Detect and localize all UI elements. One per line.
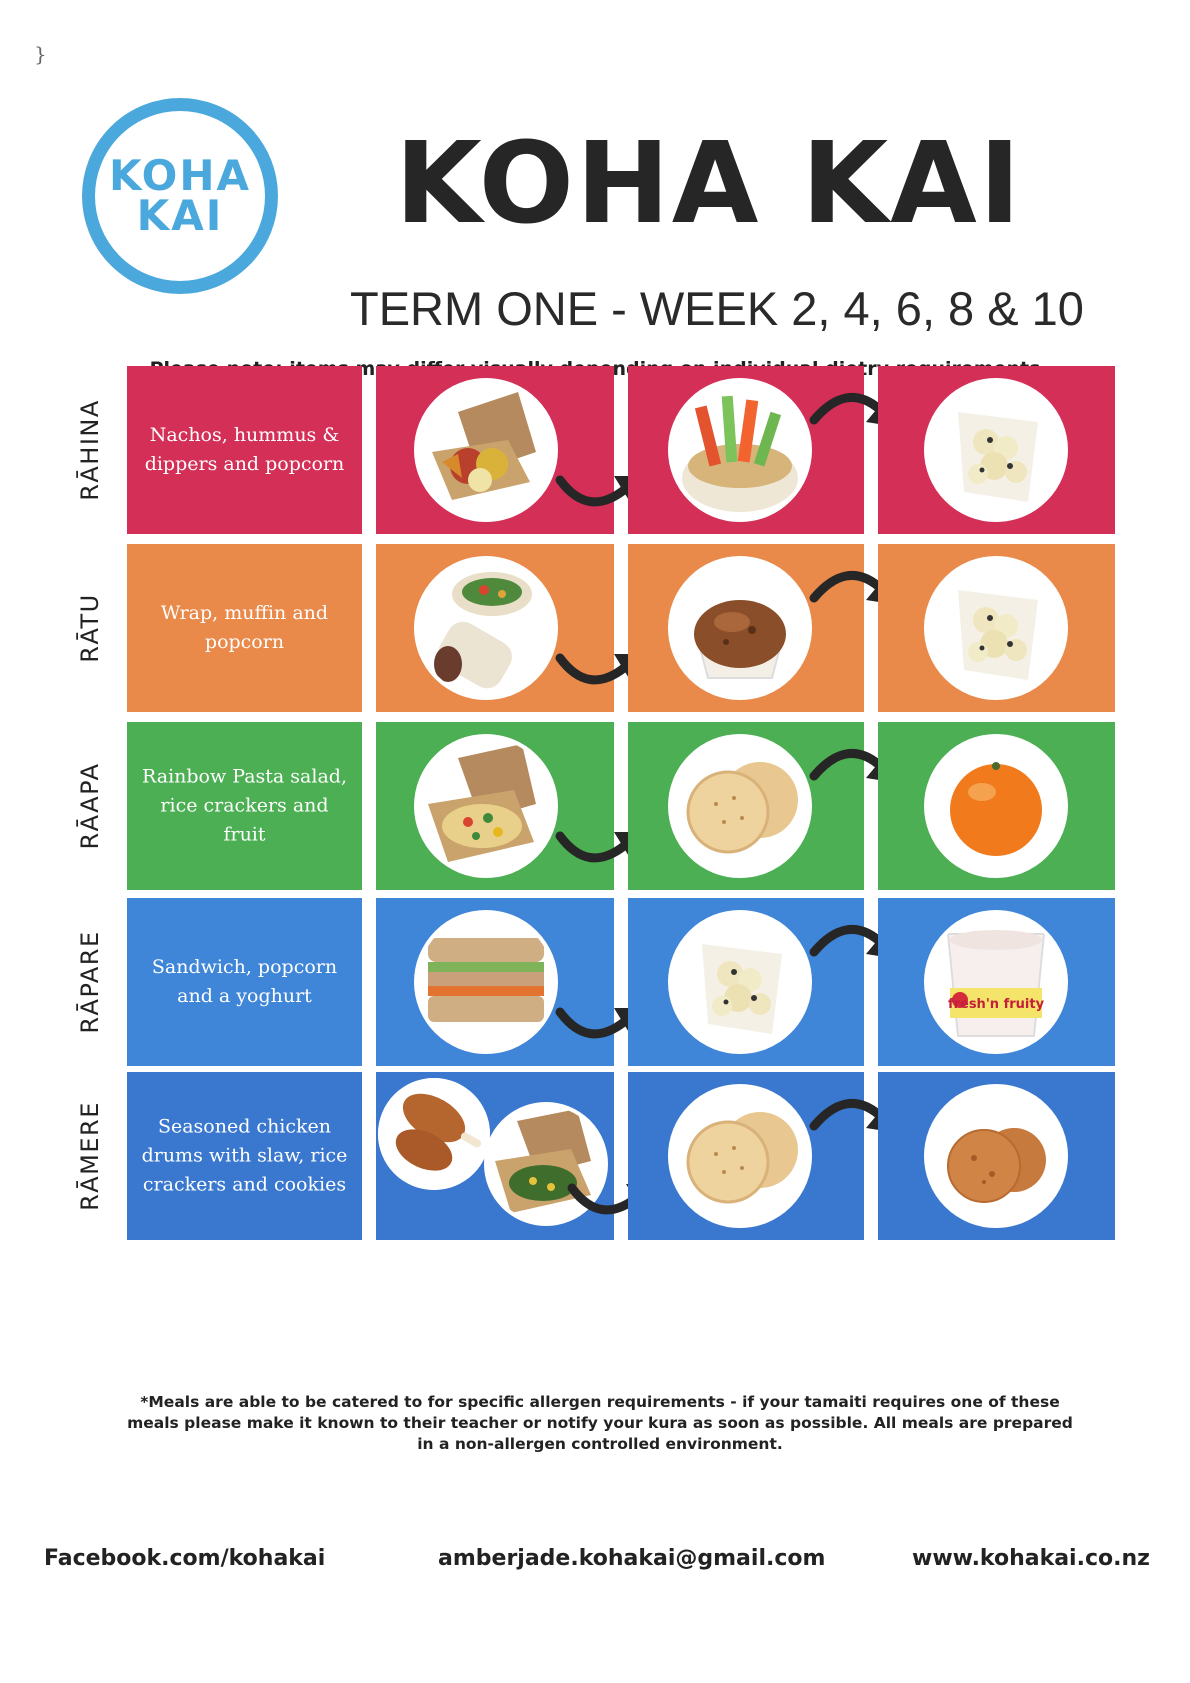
logo-line-2: KAI — [136, 191, 224, 240]
day-label: RĀHINA — [76, 399, 104, 501]
meal-description: Wrap, muffin and popcorn — [160, 602, 329, 653]
day-label: RĀPARE — [76, 930, 104, 1034]
cookies-image — [924, 1084, 1068, 1228]
food-panel-3 — [878, 366, 1115, 534]
popcorn-image — [924, 556, 1068, 700]
description-panel: Wrap, muffin and popcorn — [127, 544, 362, 712]
description-panel: Sandwich, popcorn and a yoghurt — [127, 898, 362, 1066]
koha-kai-logo: KOHA KAI — [82, 98, 278, 294]
menu-row-ramere: RĀMERE Seasoned chicken drums with slaw,… — [60, 1072, 1120, 1240]
menu-row-ratu: RĀTU Wrap, muffin and popcorn — [60, 544, 1120, 712]
page-title: KOHA KAI — [395, 119, 1023, 249]
logo-line-1: KOHA — [108, 151, 252, 200]
food-panel-2 — [628, 544, 892, 712]
food-panel-2 — [628, 366, 892, 534]
meal-description: Seasoned chicken drums with slaw, rice c… — [141, 1115, 348, 1196]
day-label-cell: RĀMERE — [60, 1072, 120, 1240]
day-label-cell: RĀAPA — [60, 722, 120, 890]
website-link[interactable]: www.kohakai.co.nz — [912, 1546, 1150, 1571]
popcorn-image — [668, 910, 812, 1054]
day-label-cell: RĀHINA — [60, 366, 120, 534]
stray-mark: } — [34, 42, 47, 66]
wrap-image — [414, 556, 558, 700]
page-subtitle: TERM ONE - WEEK 2, 4, 6, 8 & 10 — [350, 282, 1084, 335]
nachos-box-image — [414, 378, 558, 522]
meal-description: Rainbow Pasta salad, rice crackers and f… — [142, 765, 347, 846]
day-label-cell: RĀPARE — [60, 898, 120, 1066]
menu-row-rapare: RĀPARE Sandwich, popcorn and a yoghurt f… — [60, 898, 1120, 1066]
food-panel-1 — [376, 544, 640, 712]
email-link[interactable]: amberjade.kohakai@gmail.com — [438, 1546, 826, 1571]
description-panel: Rainbow Pasta salad, rice crackers and f… — [127, 722, 362, 890]
food-panel-3 — [878, 1072, 1115, 1240]
description-panel: Seasoned chicken drums with slaw, rice c… — [127, 1072, 362, 1240]
food-panel-2 — [628, 1072, 892, 1240]
meal-description: Nachos, hummus & dippers and popcorn — [144, 424, 345, 475]
mandarin-image — [924, 734, 1068, 878]
food-panel-1 — [376, 898, 640, 1066]
day-label: RĀMERE — [76, 1101, 104, 1211]
food-panel-3 — [878, 544, 1115, 712]
rice-crackers-image — [668, 734, 812, 878]
menu-row-rahina: RĀHINA Nachos, hummus & dippers and popc… — [60, 366, 1120, 534]
allergen-footnote: *Meals are able to be catered to for spe… — [127, 1393, 1073, 1453]
yoghurt-label: fresh'n fruity — [948, 997, 1045, 1012]
popcorn-image — [924, 378, 1068, 522]
facebook-link[interactable]: Facebook.com/kohakai — [44, 1546, 326, 1571]
chicken-drums-image — [378, 1078, 490, 1190]
rice-crackers-image — [668, 1084, 812, 1228]
menu-row-raapa: RĀAPA Rainbow Pasta salad, rice crackers… — [60, 722, 1120, 890]
description-panel: Nachos, hummus & dippers and popcorn — [127, 366, 362, 534]
slaw-box-image — [484, 1102, 608, 1226]
day-label: RĀTU — [76, 593, 104, 663]
yoghurt-image: fresh'n fruity — [924, 910, 1068, 1054]
food-panel-1 — [376, 1072, 652, 1240]
food-panel-2 — [628, 898, 892, 1066]
food-panel-1 — [376, 366, 640, 534]
sandwich-image — [414, 910, 558, 1054]
food-panel-3: fresh'n fruity — [878, 898, 1115, 1066]
day-label: RĀAPA — [76, 762, 104, 850]
pasta-salad-box-image — [414, 734, 558, 878]
hummus-dippers-image — [668, 378, 812, 522]
muffin-image — [668, 556, 812, 700]
food-panel-2 — [628, 722, 892, 890]
day-label-cell: RĀTU — [60, 544, 120, 712]
food-panel-1 — [376, 722, 640, 890]
food-panel-3 — [878, 722, 1115, 890]
meal-description: Sandwich, popcorn and a yoghurt — [151, 956, 338, 1007]
